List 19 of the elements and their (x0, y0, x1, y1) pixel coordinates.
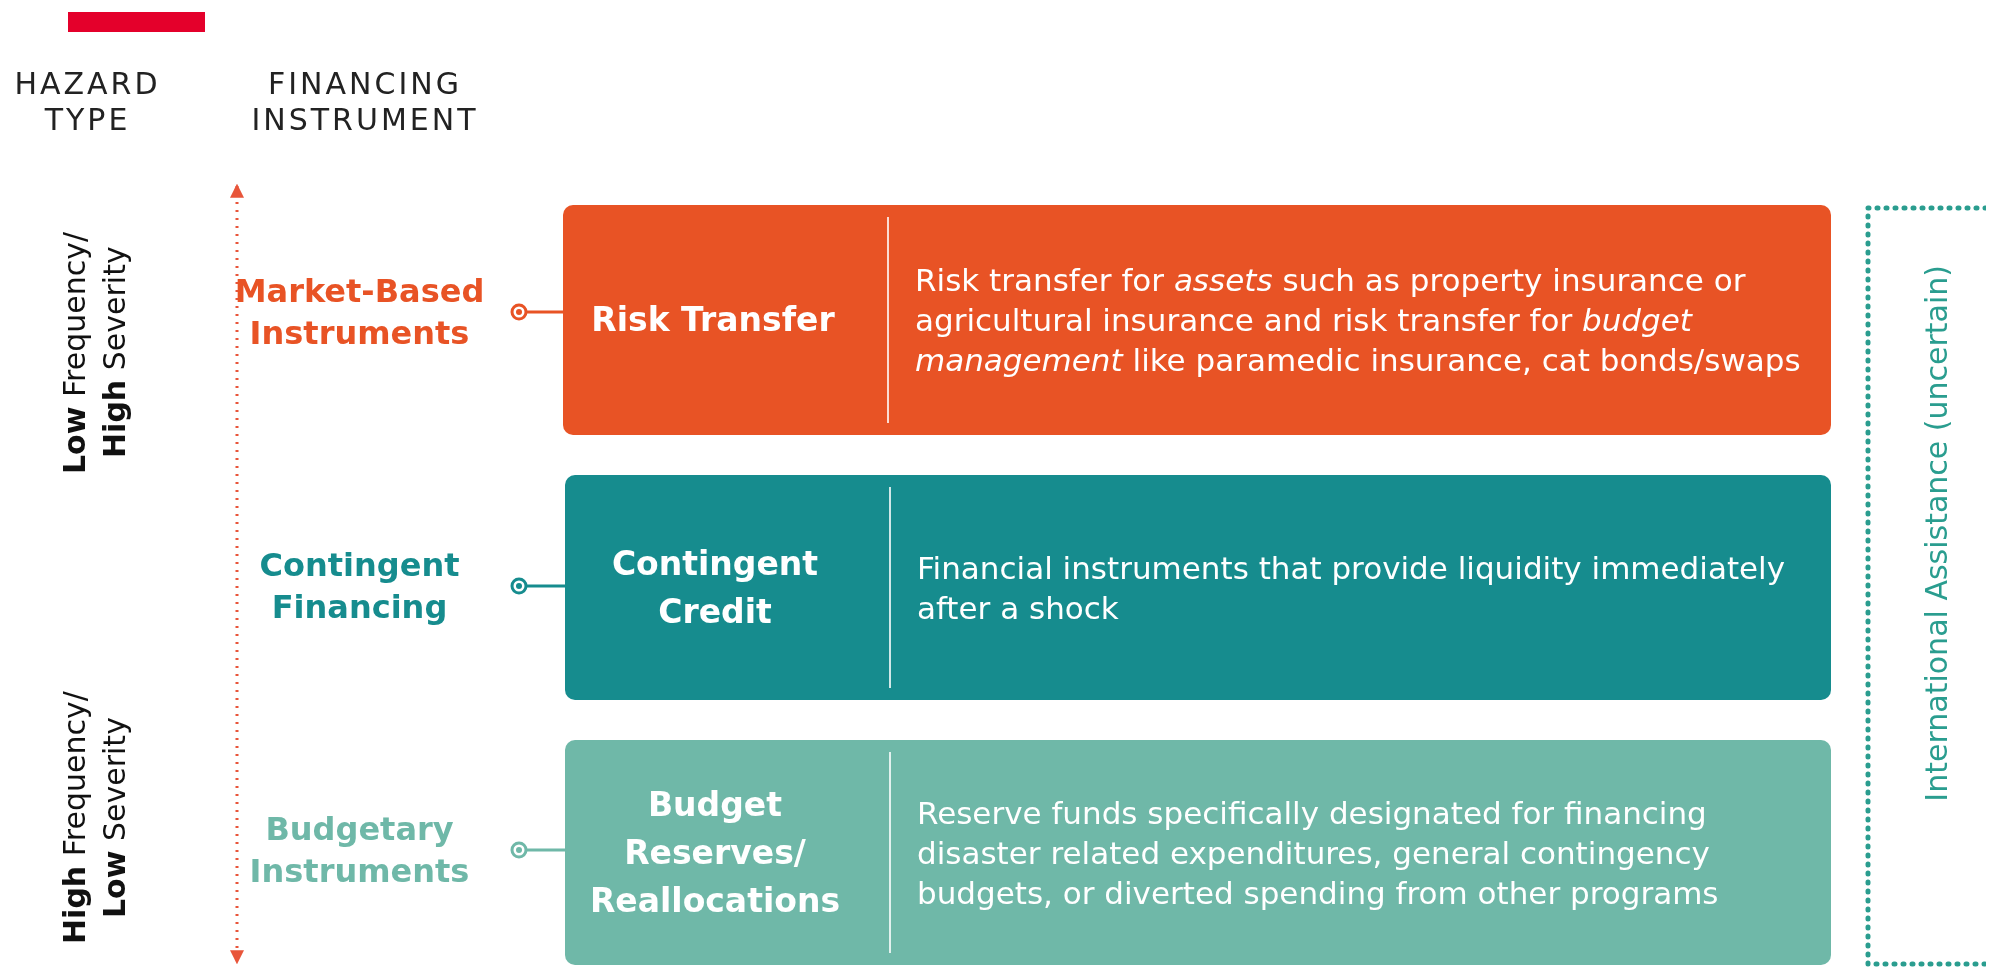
column-header: HAZARD TYPE (13, 66, 162, 139)
instrument-card (563, 205, 1831, 435)
bracket-label: International Assistance (uncertain) (1918, 265, 1955, 802)
instrument-card (565, 475, 1831, 700)
connector-line (510, 303, 563, 321)
instrument-label: Budgetary Instruments (212, 800, 507, 900)
axis-label: High Frequency/ Low Severity (56, 690, 133, 946)
card-description: Reserve funds specifically designated for financing disaster related expenditures, general contingency budgets, or diverted spending from other programs (917, 793, 1720, 913)
card-title: Risk Transfer (590, 299, 836, 341)
instrument-label: Market-Based Instruments (212, 262, 507, 362)
connector-line (510, 841, 565, 859)
card-description: Risk transfer for assets such as property insurance or agricultural insurance and risk transfer for budget management like paramedic insurance, cat bonds/swaps (915, 261, 1802, 380)
instrument-card (565, 740, 1831, 965)
card-description: Financial instruments that provide liquidity immediately after a shock (917, 548, 1787, 628)
column-header: FINANCING INSTRUMENT (250, 66, 480, 139)
connector-line (510, 577, 565, 595)
card-title: Contingent Credit (610, 542, 820, 633)
instrument-label: Contingent Financing (212, 536, 507, 636)
card-title: Budget Reserves/ Reallocations (588, 783, 842, 922)
